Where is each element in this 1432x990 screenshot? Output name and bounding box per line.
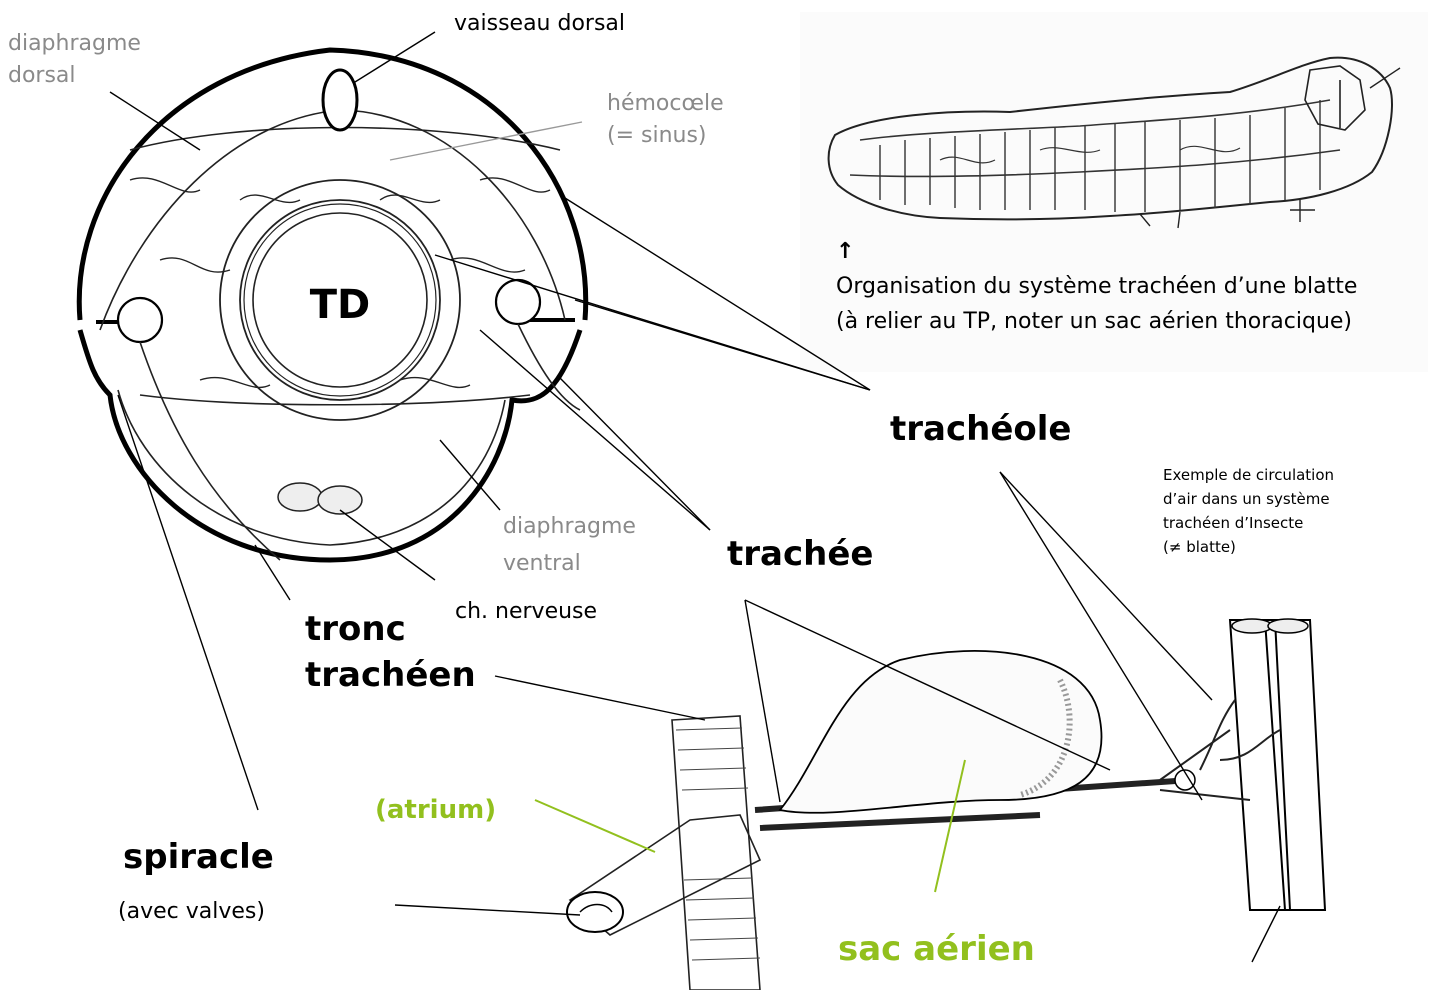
label-ch-nerveuse: ch. nerveuse xyxy=(455,599,597,624)
label-diaphragme-ventral-2: ventral xyxy=(503,551,581,576)
example-line-3: trachéen d’Insecte xyxy=(1163,514,1303,532)
label-spiracle-note: (avec valves) xyxy=(118,899,265,924)
label-spiracle: spiracle xyxy=(123,837,274,877)
label-tronc-tracheen-1: tronc xyxy=(305,609,406,649)
caption-line-2: (à relier au TP, noter un sac aérien tho… xyxy=(836,309,1352,334)
example-line-1: Exemple de circulation xyxy=(1163,466,1334,484)
example-line-4: (≠ blatte) xyxy=(1163,538,1236,556)
example-line-2: d’air dans un système xyxy=(1163,490,1330,508)
label-hemocoele-2: (= sinus) xyxy=(607,123,707,148)
label-sac-aerien: sac aérien xyxy=(838,929,1035,969)
label-tracheole: trachéole xyxy=(890,409,1071,449)
label-tronc-tracheen-2: trachéen xyxy=(305,655,476,695)
label-vaisseau-dorsal: vaisseau dorsal xyxy=(454,11,625,36)
label-trachee: trachée xyxy=(727,534,873,574)
label-diaphragme-dorsal-2: dorsal xyxy=(8,63,76,88)
caption-line-1: Organisation du système trachéen d’une b… xyxy=(836,274,1357,299)
label-diaphragme-ventral-1: diaphragme xyxy=(503,514,636,539)
caption-arrow: ↑ xyxy=(836,239,854,264)
label-diaphragme-dorsal-1: diaphragme xyxy=(8,31,141,56)
label-hemocoele-1: hémocœle xyxy=(607,91,724,116)
label-td: TD xyxy=(310,282,371,328)
label-atrium: (atrium) xyxy=(375,795,496,825)
